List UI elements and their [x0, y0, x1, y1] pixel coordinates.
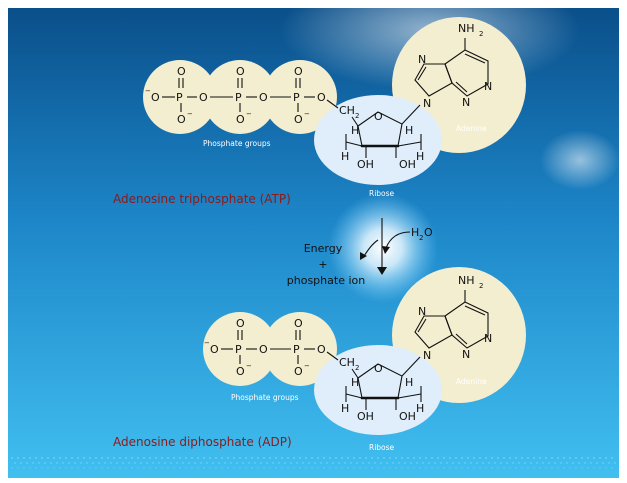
- atp-molecule: − O P O P O P O O O O O − O − O − Phosph…: [113, 17, 526, 206]
- adp-p1-minus: −: [246, 362, 252, 370]
- adp-p1-o-bottom: O: [236, 365, 245, 378]
- atp-p3-o-top: O: [294, 65, 303, 78]
- atp-phosphate-caption: Phosphate groups: [203, 139, 271, 148]
- adp-adenine-n9: N: [423, 349, 431, 362]
- adp-molecule: − O P O P O O O O − O − Phosphate groups…: [113, 267, 526, 452]
- atp-o-bridge-3: O: [317, 91, 326, 104]
- adp-adenine-n1: N: [484, 332, 492, 345]
- adp-o-terminal: O: [210, 343, 219, 356]
- adp-p2-o-bottom: O: [294, 365, 303, 378]
- adp-phosphate-circle-2: [263, 312, 337, 386]
- atp-p3-minus: −: [304, 110, 310, 118]
- adp-o-bridge-2: O: [317, 343, 326, 356]
- atp-p1: P: [176, 91, 183, 104]
- dotted-floor: [11, 457, 616, 469]
- plus-sign: +: [318, 258, 327, 271]
- adp-phosphate-circle-1: [203, 312, 277, 386]
- atp-p3-o-bottom: O: [294, 113, 303, 126]
- light-burst-right: [540, 130, 620, 190]
- atp-o-bridge-2: O: [259, 91, 268, 104]
- adp-ribose-caption: Ribose: [369, 443, 395, 452]
- adp-o-minus-charge: −: [204, 339, 210, 347]
- adp-ch2-ch: CH: [339, 356, 355, 369]
- atp-o-terminal: O: [151, 91, 160, 104]
- water-arrow: [385, 231, 411, 249]
- atp-ch2-ch: CH: [339, 104, 355, 117]
- atp-adenine-n1: N: [484, 80, 492, 93]
- atp-p2-o-bottom: O: [236, 113, 245, 126]
- reaction-arrow-head: [377, 267, 387, 275]
- water-sub: 2: [419, 234, 423, 242]
- adp-o-bridge-1: O: [259, 343, 268, 356]
- hydrolysis-reaction: H 2 O Energy + phosphate ion: [287, 193, 438, 303]
- adp-p2-minus: −: [304, 362, 310, 370]
- adp-adenine-nh-sub: 2: [479, 282, 483, 290]
- atp-adenine-n3: N: [462, 96, 470, 109]
- atp-p1-minus: −: [187, 110, 193, 118]
- atp-p1-o-top: O: [177, 65, 186, 78]
- phosphate-ion-label: phosphate ion: [287, 274, 365, 287]
- atp-adenine-nh: NH: [458, 22, 475, 35]
- atp-ribose-oh2: OH: [399, 158, 416, 171]
- atp-ribose-h4: H: [416, 150, 424, 163]
- atp-adenine-n9: N: [423, 97, 431, 110]
- atp-phosphate-circle-2: [203, 60, 277, 134]
- atp-p2: P: [235, 91, 242, 104]
- adp-adenine-n7: N: [418, 305, 426, 318]
- atp-ribose-oh1: OH: [357, 158, 374, 171]
- atp-ch2-sub: 2: [355, 112, 359, 120]
- adp-p1: P: [235, 343, 242, 356]
- adp-adenine-nh: NH: [458, 274, 475, 287]
- adp-p2-o-top: O: [294, 317, 303, 330]
- adp-ribose-h3: H: [341, 402, 349, 415]
- atp-p1-o-bottom: O: [177, 113, 186, 126]
- atp-phosphate-circle-3: [263, 60, 337, 134]
- water-arrow-head: [382, 246, 390, 254]
- adp-p1-o-top: O: [236, 317, 245, 330]
- atp-ribose-h1: H: [351, 124, 359, 137]
- atp-adenine-caption: Adenine: [456, 124, 487, 133]
- adp-ribose-h4: H: [416, 402, 424, 415]
- adp-ribose-o: O: [374, 362, 383, 375]
- atp-o-bridge-1: O: [199, 91, 208, 104]
- adp-ribose-h2: H: [405, 376, 413, 389]
- adp-ribose-h1: H: [351, 376, 359, 389]
- adp-adenine-n3: N: [462, 348, 470, 361]
- atp-adenine-nh-sub: 2: [479, 30, 483, 38]
- energy-arrow: [363, 239, 379, 257]
- energy-arrow-head: [360, 252, 367, 260]
- atp-ribose-ellipse: [314, 95, 442, 185]
- energy-label: Energy: [304, 242, 343, 255]
- water-o: O: [424, 226, 433, 239]
- adp-ch2-sub: 2: [355, 364, 359, 372]
- adp-adenine-caption: Adenine: [456, 377, 487, 386]
- adp-p2: P: [293, 343, 300, 356]
- atp-ribose-o: O: [374, 110, 383, 123]
- atp-ribose-h2: H: [405, 124, 413, 137]
- adp-phosphate-caption: Phosphate groups: [231, 393, 299, 402]
- atp-name: Adenosine triphosphate (ATP): [113, 192, 291, 206]
- adp-ribose-oh2: OH: [399, 410, 416, 423]
- adp-ribose-oh1: OH: [357, 410, 374, 423]
- atp-adenine-n7: N: [418, 53, 426, 66]
- atp-p2-minus: −: [246, 110, 252, 118]
- water-h: H: [411, 226, 419, 239]
- atp-o-minus-charge: −: [145, 87, 151, 95]
- atp-phosphate-circle-1: [143, 60, 217, 134]
- atp-p3: P: [293, 91, 300, 104]
- adp-name: Adenosine diphosphate (ADP): [113, 435, 292, 449]
- atp-ribose-h3: H: [341, 150, 349, 163]
- atp-p2-o-top: O: [236, 65, 245, 78]
